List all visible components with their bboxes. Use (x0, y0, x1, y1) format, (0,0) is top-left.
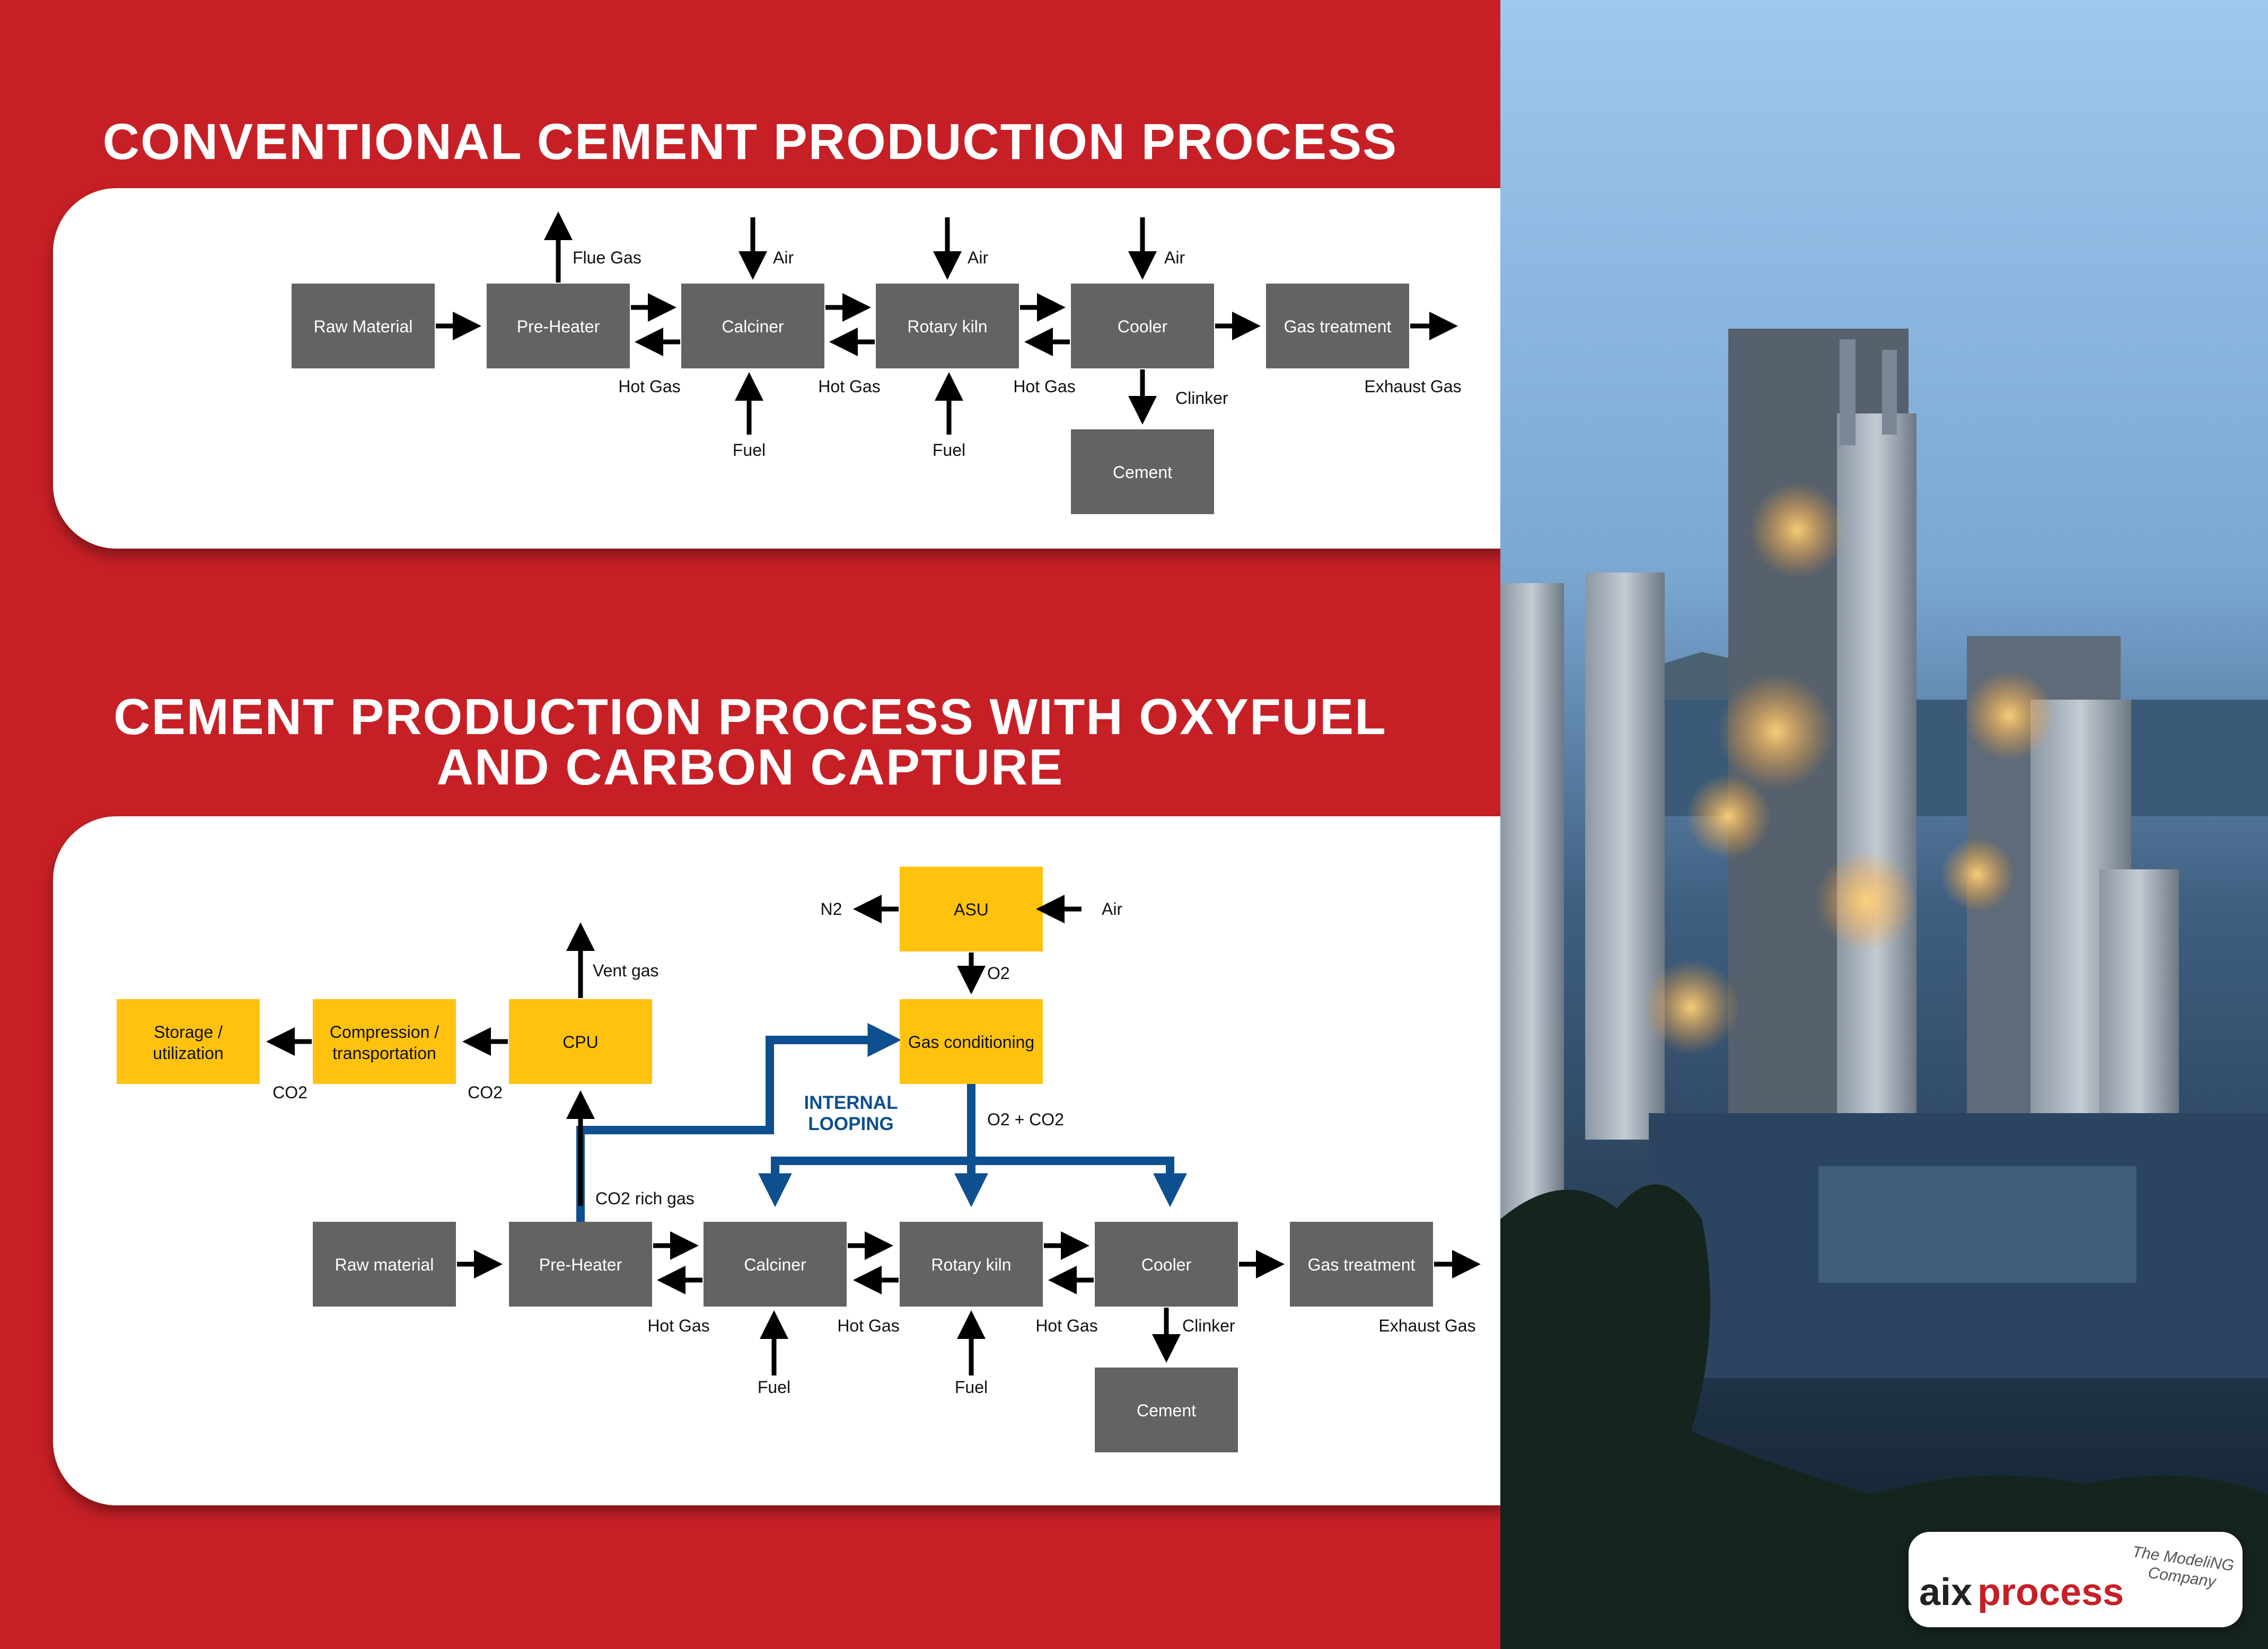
cooler-label-2: Cooler (1141, 1255, 1192, 1274)
pre-heater-label: Pre-Heater (517, 317, 600, 336)
conventional-diagram: Raw Material Pre-Heater Calciner Rotary … (53, 188, 1506, 549)
conventional-panel: Raw Material Pre-Heater Calciner Rotary … (53, 188, 1506, 549)
n2-label: N2 (821, 900, 842, 919)
conventional-title: CONVENTIONAL CEMENT PRODUCTION PROCESS (0, 117, 1500, 167)
air-label-asu: Air (1102, 900, 1122, 919)
compression-label-2: transportation (332, 1044, 436, 1063)
logo-prefix: aix (1919, 1571, 1972, 1613)
cooler-label: Cooler (1118, 317, 1168, 336)
chimney-right (1882, 350, 1897, 435)
rotary-kiln-label: Rotary kiln (907, 317, 987, 336)
vent-gas-label: Vent gas (593, 961, 659, 980)
storage-label-2: utilization (153, 1044, 223, 1063)
fuel-label-calciner-2: Fuel (758, 1378, 790, 1397)
gas-treatment-label-2: Gas treatment (1308, 1255, 1416, 1274)
oxyfuel-diagram: ASU Gas conditioning CPU Compression / t… (53, 816, 1506, 1505)
hot-gas-label-3: Hot Gas (1013, 377, 1075, 396)
hot-gas-label-2-1: Hot Gas (647, 1316, 709, 1335)
air-label-cooler: Air (1164, 248, 1185, 267)
hot-gas-label-1: Hot Gas (618, 377, 680, 396)
gas-treatment-label: Gas treatment (1284, 317, 1392, 336)
rotary-kiln-label-2: Rotary kiln (931, 1255, 1011, 1274)
air-label-calciner: Air (773, 248, 794, 267)
pre-heater-label-2: Pre-Heater (539, 1255, 622, 1274)
o2-co2-label: O2 + CO2 (987, 1110, 1064, 1129)
exhaust-gas-label-2: Exhaust Gas (1378, 1316, 1475, 1335)
fuel-label-kiln: Fuel (933, 440, 965, 460)
cement-label: Cement (1113, 463, 1172, 482)
internal-looping-label-1: INTERNAL (804, 1092, 898, 1113)
co2-label-1: CO2 (468, 1083, 503, 1102)
raw-material-label: Raw Material (314, 317, 413, 336)
flue-gas-label: Flue Gas (573, 248, 641, 267)
storage-box (117, 999, 260, 1084)
exhaust-gas-label: Exhaust Gas (1364, 377, 1461, 396)
oxyfuel-title-line2: AND CARBON CAPTURE (0, 742, 1500, 793)
compression-label-1: Compression / (330, 1022, 439, 1042)
raw-material-label-2: Raw material (335, 1255, 434, 1274)
gas-conditioning-label: Gas conditioning (908, 1033, 1034, 1052)
fuel-label-kiln-2: Fuel (955, 1378, 988, 1397)
co2-label-2: CO2 (272, 1083, 307, 1102)
hot-gas-label-2-3: Hot Gas (1035, 1316, 1097, 1335)
air-label-kiln: Air (968, 248, 988, 267)
internal-looping-label-2: LOOPING (808, 1114, 893, 1134)
logo-suffix: process (1977, 1571, 2124, 1613)
asu-label: ASU (954, 900, 989, 919)
co2-rich-gas-label: CO2 rich gas (595, 1189, 695, 1208)
calciner-label: Calciner (722, 317, 784, 336)
cement-plant-photo (1500, 0, 2268, 1649)
clinker-label: Clinker (1175, 389, 1228, 408)
calciner-label-2: Calciner (744, 1255, 806, 1274)
chimney-left (1840, 339, 1856, 445)
silo-left (1585, 572, 1665, 1140)
clinker-label-2: Clinker (1182, 1316, 1235, 1335)
o2-label: O2 (987, 964, 1010, 983)
silo-edge (1500, 583, 1564, 1272)
logo-graphic: aix process The ModeliNG Company (1909, 1532, 2243, 1627)
cpu-label: CPU (562, 1033, 599, 1052)
tower-silo (1837, 413, 1917, 1156)
fuel-label-calciner: Fuel (733, 440, 766, 460)
storage-label-1: Storage / (154, 1022, 223, 1042)
aixprocess-logo: aix process The ModeliNG Company (1909, 1532, 2243, 1627)
oxyfuel-title-line1: CEMENT PRODUCTION PROCESS WITH OXYFUEL (0, 692, 1500, 743)
diagram-area: CONVENTIONAL CEMENT PRODUCTION PROCESS R… (0, 0, 1500, 1649)
compression-box (313, 999, 456, 1084)
cement-label-2: Cement (1137, 1401, 1196, 1420)
hot-gas-label-2-2: Hot Gas (837, 1316, 899, 1335)
hot-gas-label-2: Hot Gas (818, 377, 880, 396)
rooftop (1818, 1166, 2137, 1283)
oxyfuel-panel: ASU Gas conditioning CPU Compression / t… (53, 816, 1506, 1505)
